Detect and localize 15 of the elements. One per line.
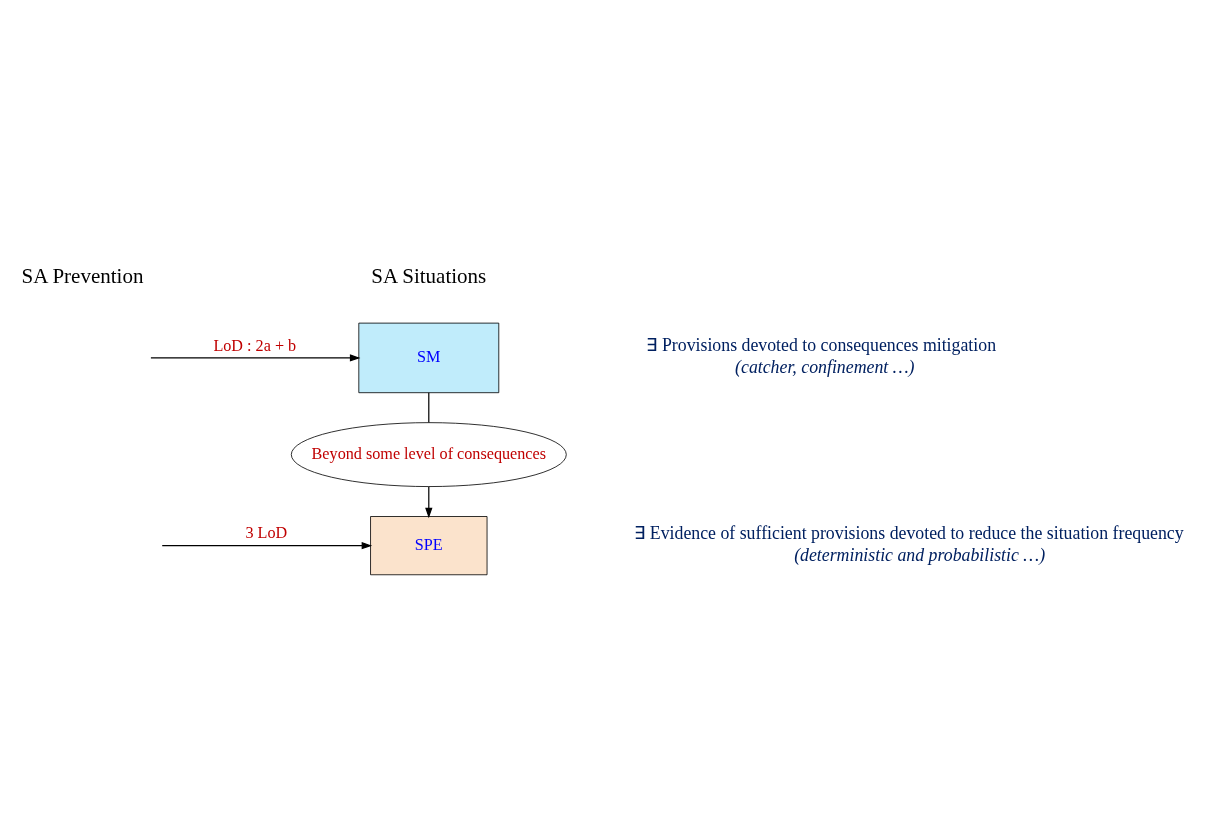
node-label: ∃ Provisions devoted to consequences mitigation (646, 334, 997, 355)
label: SA Prevention (21, 263, 144, 288)
node-box: SPE (370, 515, 488, 575)
edge-label: 3 LoD (245, 523, 288, 541)
arrow (425, 485, 433, 518)
node-label: (catcher, confinement …) (735, 356, 915, 377)
node-box: SM (358, 322, 500, 393)
node-ellipse: Beyond some level of consequences (290, 421, 567, 487)
node-label: (deterministic and probabilistic …) (794, 544, 1046, 565)
label: SA Situations (371, 263, 487, 288)
arrow (150, 353, 361, 362)
connector (428, 391, 430, 423)
edge-label: LoD : 2a + b (213, 336, 297, 354)
arrow (161, 541, 373, 549)
node-label: ∃ Evidence of sufficient provisions devoted to reduce the situation frequency (634, 522, 1184, 543)
